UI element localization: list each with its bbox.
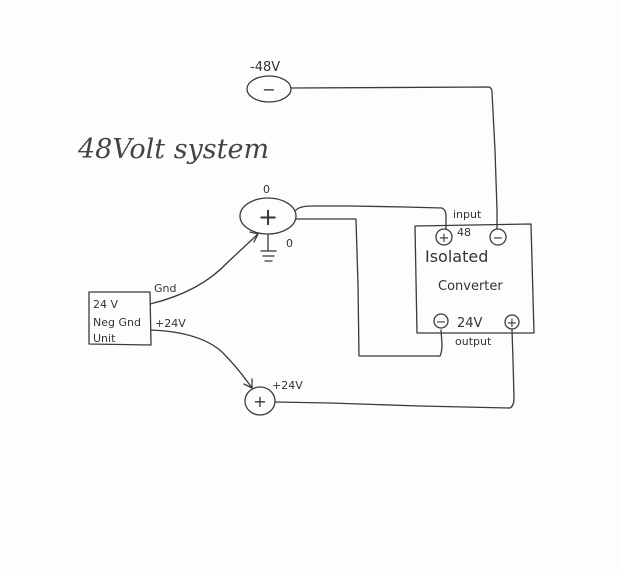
converter-output-plus-symbol: +	[507, 316, 518, 331]
neg-gnd-unit-gnd-label: Gnd	[154, 282, 176, 295]
neg-gnd-unit-box	[88, 291, 152, 346]
converter-input-voltage: 48	[457, 226, 471, 239]
converter-name-line1: Isolated	[425, 247, 488, 266]
wire-plus24-to-output-plus	[274, 329, 515, 409]
converter-input-minus-terminal	[489, 228, 507, 246]
arrow-head-gnd	[249, 231, 259, 243]
supply-48v-node	[246, 75, 292, 103]
neg-gnd-unit-line1: 24 V	[93, 298, 118, 311]
supply-48v-minus-symbol: −	[262, 80, 275, 99]
converter-name-line2: Converter	[438, 279, 503, 294]
arrow-head-plus24	[243, 378, 253, 389]
supply-24v-label: +24V	[272, 379, 303, 392]
converter-input-plus-terminal	[435, 228, 453, 246]
ground-symbol	[260, 233, 277, 262]
ground-node-side-label: 0	[286, 237, 293, 250]
converter-output-voltage: 24V	[457, 316, 483, 331]
ground-node-plus-symbol: +	[258, 203, 278, 231]
wire-ground-to-input-plus	[295, 205, 447, 230]
diagram-title: 48Volt system	[77, 134, 269, 165]
supply-24v-plus-symbol: +	[253, 392, 266, 411]
supply-48v-label: -48V	[250, 60, 280, 75]
converter-input-minus-symbol: −	[493, 231, 504, 246]
converter-output-minus-terminal	[433, 313, 449, 329]
wire-unit-gnd-to-ground	[149, 233, 259, 305]
wire-unit-plus24-to-node	[150, 329, 253, 389]
wire-ground-to-output-minus	[295, 218, 443, 357]
converter-input-plus-symbol: +	[439, 231, 450, 246]
neg-gnd-unit-plus24-label: +24V	[155, 317, 186, 330]
neg-gnd-unit-line2: Neg Gnd	[93, 316, 141, 329]
converter-output-minus-symbol: −	[436, 315, 447, 330]
converter-box	[414, 223, 535, 334]
converter-output-label: output	[455, 335, 492, 348]
neg-gnd-unit-line3: Unit	[93, 332, 116, 345]
wire-minus48-to-input-minus	[290, 86, 498, 229]
supply-24v-node	[244, 386, 276, 416]
ground-node-top-label: 0	[263, 183, 270, 196]
converter-input-label: input	[453, 208, 482, 221]
converter-output-plus-terminal	[504, 314, 520, 330]
